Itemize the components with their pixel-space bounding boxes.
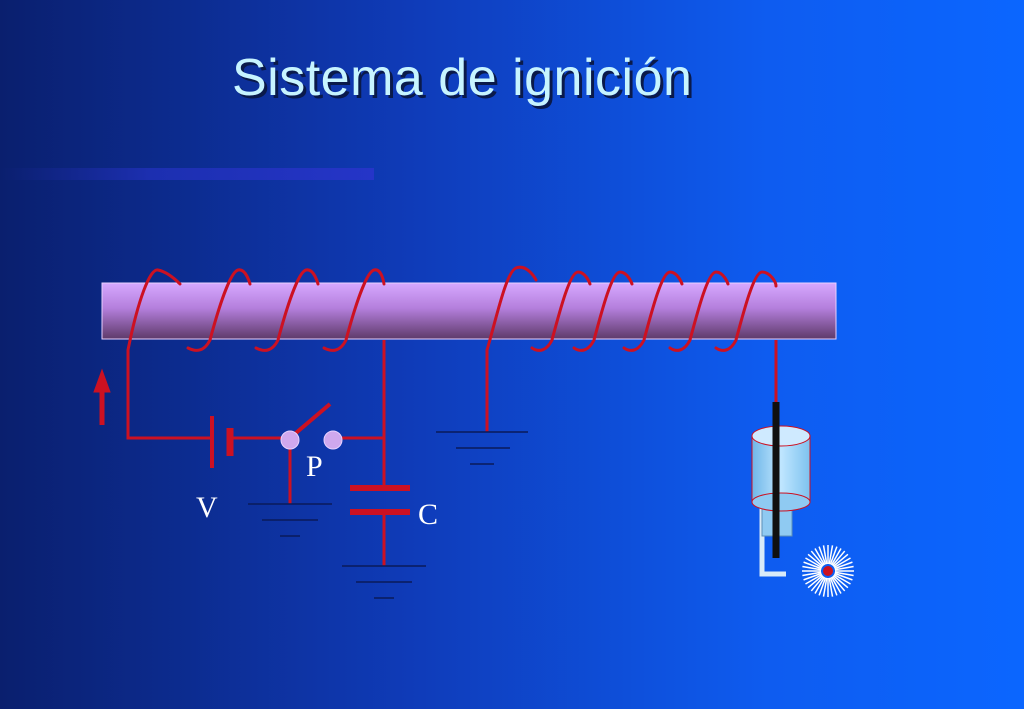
spark-ray: [834, 571, 854, 577]
spark-ray: [830, 548, 842, 566]
spark-ray: [810, 550, 825, 567]
spark-ray: [818, 546, 827, 565]
spark-ray: [833, 557, 851, 569]
spark-ray: [814, 548, 826, 566]
spark-plug-icon: [751, 402, 811, 577]
spark-ray: [814, 576, 826, 594]
spark-ray: [830, 576, 842, 594]
secondary-winding: [485, 265, 778, 352]
spark-ray: [807, 553, 824, 568]
spark-ray: [802, 571, 822, 577]
spark-ray: [805, 557, 823, 569]
spark-ray: [803, 572, 822, 581]
title-underline: [0, 168, 374, 180]
primary-winding: [126, 268, 386, 352]
arrow-up-icon: [93, 368, 111, 425]
ground-symbol: [342, 565, 426, 599]
label-c: C: [418, 498, 438, 531]
spark-ray: [802, 565, 822, 571]
spark-ray: [803, 561, 822, 570]
spark-ray: [833, 573, 851, 585]
spark-ray: [828, 577, 834, 597]
slide-title: Sistema de ignición: [232, 49, 693, 107]
spark-ray: [832, 574, 849, 589]
spark-icon: [802, 545, 854, 597]
spark-ray: [834, 561, 853, 570]
ground-symbol: [248, 503, 332, 537]
spark-ray: [810, 575, 825, 592]
spark-ray: [822, 577, 828, 597]
spark-ray: [834, 572, 853, 581]
capacitor-symbol: [350, 485, 410, 515]
battery-symbol: [210, 416, 234, 468]
label-p: P: [306, 450, 323, 483]
spark-ray: [805, 573, 823, 585]
spark-ray: [831, 550, 846, 567]
spark-ray: [818, 577, 827, 596]
spark-ray: [828, 545, 834, 565]
spark-ray: [834, 565, 854, 571]
spark-ray: [822, 545, 828, 565]
spark-ray: [829, 546, 838, 565]
spark-ray: [832, 553, 849, 568]
switch-symbol[interactable]: [280, 402, 343, 450]
spark-ray: [807, 574, 824, 589]
spark-ray: [831, 575, 846, 592]
spark-ray: [829, 577, 838, 596]
label-v: V: [196, 491, 218, 524]
primary-circuit: [126, 340, 778, 566]
ground-symbol: [436, 431, 528, 465]
